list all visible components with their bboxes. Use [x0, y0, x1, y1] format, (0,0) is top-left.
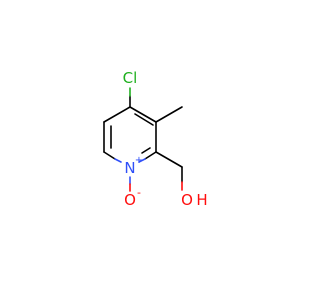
n-oxide-oxygen-charge: - [137, 186, 141, 199]
bond-c6-n [103, 151, 116, 160]
bond-c4-c3-double [134, 113, 154, 126]
chlorine-label: Cl [123, 69, 138, 87]
nitrogen-label: N [124, 159, 135, 177]
bond-c2-ch2 [155, 151, 183, 168]
bond-c4-c3 [129, 106, 157, 123]
n-oxide-oxygen-label: O [124, 191, 136, 209]
hydroxyl-hydrogen-label: H [196, 191, 207, 209]
bond-c3-methyl [155, 106, 183, 123]
structure-diagram: Cl N + O - O H [103, 69, 208, 209]
bond-c6-n-n-side [114, 158, 122, 163]
molecule-canvas: Cl N + O - O H [103, 69, 208, 209]
bond-c2-n-n-side [138, 158, 146, 163]
hydroxyl-oxygen-label: O [181, 191, 193, 209]
bond-c5-c4 [103, 106, 131, 123]
bond-c2-n [144, 151, 157, 160]
nitrogen-charge: + [135, 155, 143, 166]
bond-c2-n-double [141, 147, 151, 154]
